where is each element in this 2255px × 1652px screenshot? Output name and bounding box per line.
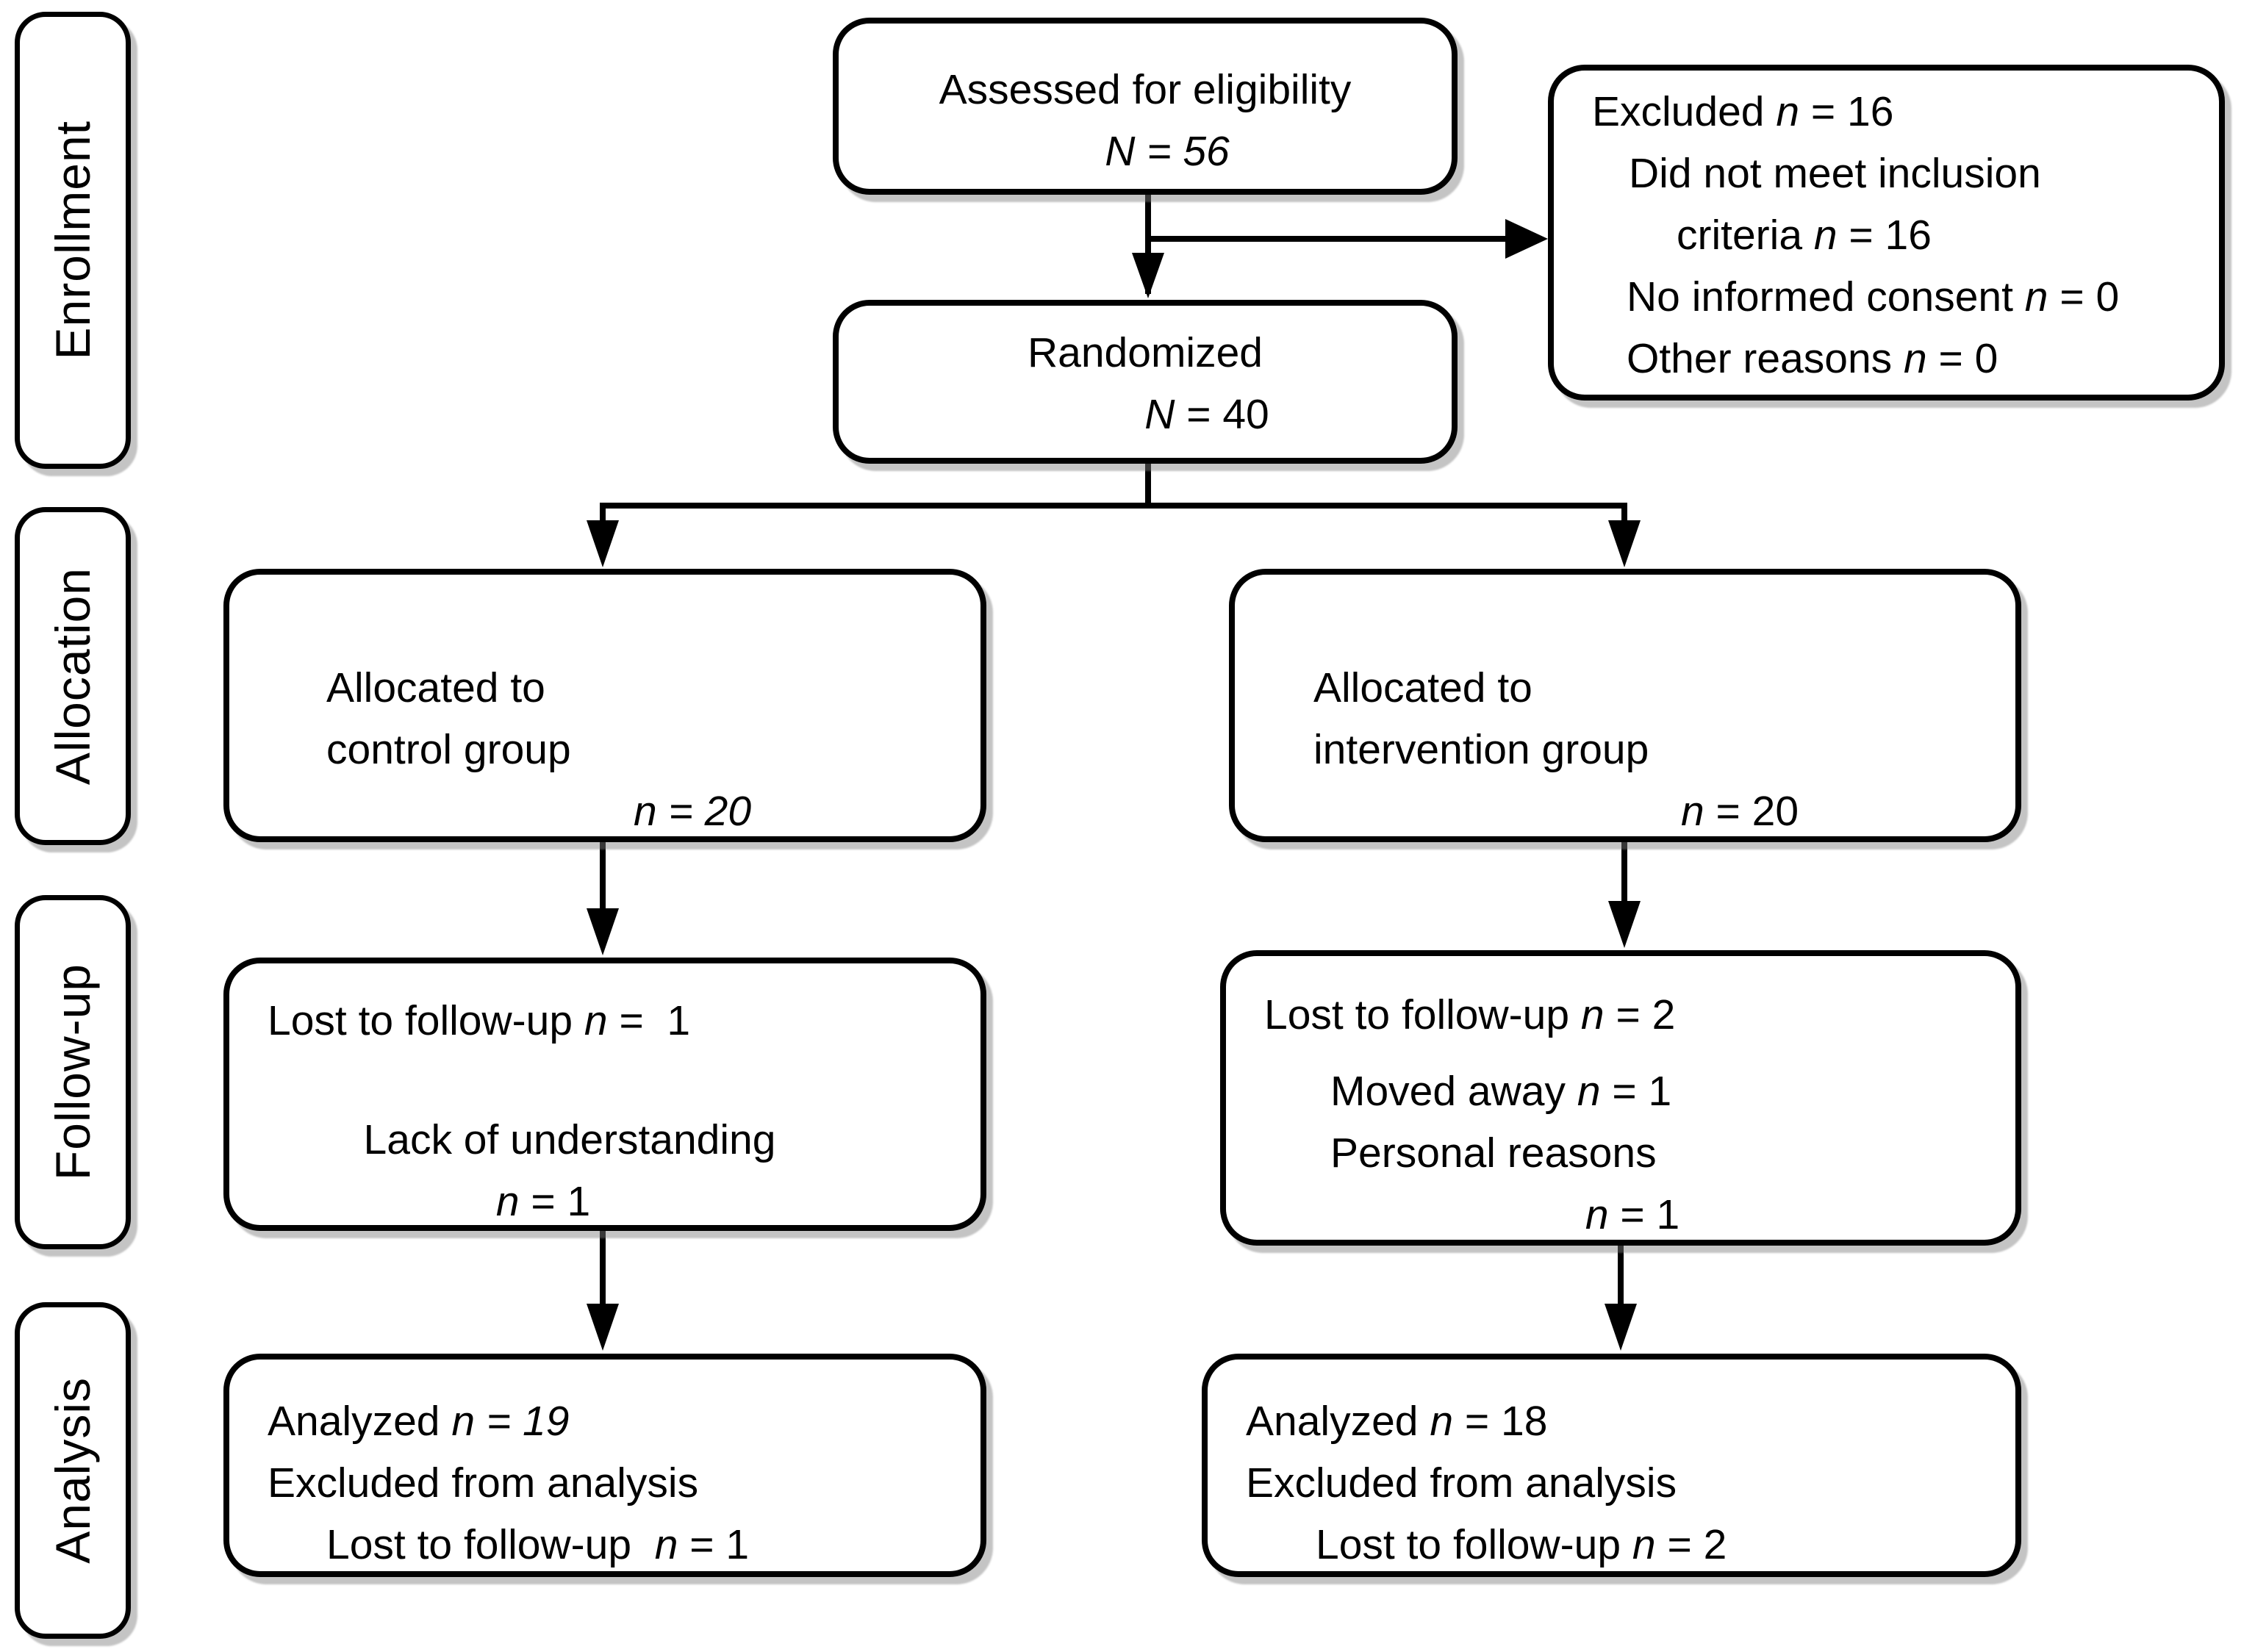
text-line: Did not meet inclusion [1629,150,2041,197]
text-line: N = 56 [1105,128,1230,175]
text-line: Lost to follow-up n = 2 [1264,991,1676,1038]
text-line: Assessed for eligibility [939,66,1352,113]
text-line: control group [326,726,571,773]
box-assessed-for-eligibility: Assessed for eligibility N = 56 [833,18,1458,195]
text-line: Lost to follow-up n = 2 [1316,1521,1727,1568]
stage-allocation: Allocation [15,507,131,845]
text-line: Excluded from analysis [1246,1459,1677,1506]
stage-followup: Follow-up [15,895,131,1249]
arrowhead-alloc-control [587,520,619,567]
arrowhead-followup-intervention [1608,901,1641,948]
text-line: Lack of understanding [363,1116,776,1163]
box-allocated-control-group: Allocated to control group n = 20 [223,569,986,842]
arrowhead-analysis-intervention [1605,1304,1637,1351]
arrowhead-alloc-intervention [1608,520,1641,567]
text-line: Analyzed n = 19 [268,1398,570,1445]
text-line: Randomized [1027,329,1263,376]
text-line: Excluded n = 16 [1592,88,1894,135]
text-line: Allocated to [326,664,545,711]
text-line: Moved away n = 1 [1330,1068,1672,1115]
box-excluded: Excluded n = 16 Did not meet inclusion cri… [1548,65,2225,401]
stage-allocation-label: Allocation [46,567,100,786]
box-randomized: Randomized N = 40 [833,300,1458,464]
arrowhead-randomized [1132,253,1164,298]
arrowhead-followup-control [587,908,619,955]
arrowhead-excluded [1505,219,1548,259]
box-allocated-intervention-group: Allocated to intervention group n = 20 [1229,569,2021,842]
text-line: Allocated to [1313,664,1532,711]
text-line: Excluded from analysis [268,1459,699,1506]
text-line: n = 1 [495,1178,591,1225]
stage-enrollment: Enrollment [15,12,131,469]
text-line: No informed consent n = 0 [1627,273,2120,320]
text-line: intervention group [1313,726,1649,773]
box-lost-to-followup-control: Lost to follow-up n = 1 Lack of understan… [223,958,986,1231]
stage-followup-label: Follow-up [46,963,100,1181]
text-line: n = 1 [1585,1191,1680,1238]
text-line: Personal reasons [1330,1130,1657,1177]
arrowhead-analysis-control [587,1304,619,1351]
text-line: n = 20 [633,788,752,835]
box-lost-to-followup-intervention: Lost to follow-up n = 2 Moved away n = 1 P… [1220,950,2021,1246]
text-line: N = 40 [1144,391,1269,438]
text-line: Other reasons n = 0 [1627,335,1998,382]
text-line: n = 20 [1680,788,1799,835]
stage-enrollment-label: Enrollment [46,121,100,360]
stage-analysis: Analysis [15,1302,131,1639]
text-line: Lost to follow-up n = 1 [326,1521,750,1568]
text-line: Analyzed n = 18 [1246,1398,1548,1445]
text-line: criteria n = 16 [1677,212,1932,259]
stage-analysis-label: Analysis [46,1377,100,1564]
text-line: Lost to follow-up n = 1 [268,997,691,1044]
